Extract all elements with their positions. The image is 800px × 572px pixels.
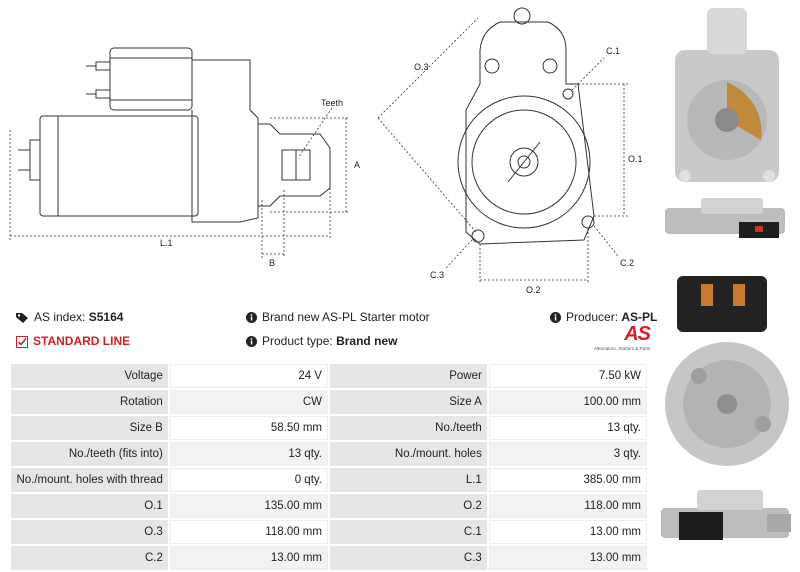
spec-label: No./teeth bbox=[329, 416, 487, 440]
photo-side-2 bbox=[661, 490, 791, 540]
producer-value: AS-PL bbox=[621, 310, 658, 324]
as-index-value: S5164 bbox=[88, 310, 124, 324]
product-type-label: Product type: bbox=[262, 334, 333, 348]
photo-side-1 bbox=[665, 198, 785, 238]
spec-label: No./mount. holes bbox=[329, 442, 487, 466]
logo-tagline: Alternators, Starters & Parts bbox=[593, 346, 650, 351]
info-icon bbox=[246, 336, 257, 348]
logo-mark: AS bbox=[624, 323, 651, 345]
dim-label-c2: C.2 bbox=[620, 258, 634, 268]
spec-label: L.1 bbox=[329, 468, 487, 492]
spec-value: 58.50 mm bbox=[169, 416, 328, 440]
producer-label: Producer: bbox=[566, 310, 619, 324]
product-type: Product type: Brand new bbox=[246, 333, 397, 349]
technical-drawing: L.1 B A Teeth O.3 O.1 O.2 C.1 C.2 C.3 bbox=[9, 7, 643, 295]
spec-value: 385.00 mm bbox=[488, 468, 647, 492]
spec-value: 13 qty. bbox=[488, 416, 647, 440]
spec-value: 118.00 mm bbox=[169, 520, 328, 544]
spec-value: 0 qty. bbox=[169, 468, 328, 492]
spec-label: No./teeth (fits into) bbox=[11, 442, 168, 466]
spec-value: 118.00 mm bbox=[488, 494, 647, 518]
product-photos bbox=[661, 8, 791, 540]
as-index: AS index: S5164 bbox=[16, 309, 123, 325]
dim-label-o2: O.2 bbox=[526, 285, 541, 295]
spec-value: 135.00 mm bbox=[169, 494, 328, 518]
side-view bbox=[18, 47, 331, 223]
spec-row: No./teeth (fits into)13 qty.No./mount. h… bbox=[11, 442, 647, 466]
spec-label: Size B bbox=[11, 416, 168, 440]
line-label: STANDARD LINE bbox=[33, 334, 131, 348]
product-type-value: Brand new bbox=[336, 334, 398, 348]
info-icon bbox=[550, 312, 561, 324]
dim-label-c3: C.3 bbox=[430, 270, 444, 280]
as-index-label: AS index: bbox=[34, 310, 86, 324]
spec-label: C.3 bbox=[329, 546, 487, 570]
dim-label-o1: O.1 bbox=[628, 154, 643, 164]
spec-value: 7.50 kW bbox=[488, 364, 647, 388]
photo-rear bbox=[665, 276, 789, 466]
spec-label: Power bbox=[329, 364, 487, 388]
spec-label: Voltage bbox=[11, 364, 168, 388]
spec-label: Rotation bbox=[11, 390, 168, 414]
spec-value: 100.00 mm bbox=[488, 390, 647, 414]
spec-value: 13.00 mm bbox=[488, 546, 647, 570]
product-line: STANDARD LINE bbox=[16, 333, 130, 349]
spec-label: C.2 bbox=[11, 546, 168, 570]
photo-front bbox=[675, 8, 779, 182]
dim-label-o3: O.3 bbox=[414, 62, 429, 72]
spec-label: Size A bbox=[329, 390, 487, 414]
spec-value: 13.00 mm bbox=[488, 520, 647, 544]
producer: Producer: AS-PL bbox=[550, 309, 657, 325]
spec-label: O.2 bbox=[329, 494, 487, 518]
dim-label-teeth: Teeth bbox=[321, 98, 343, 108]
dim-label-a: A bbox=[354, 160, 360, 170]
spec-label: O.1 bbox=[11, 494, 168, 518]
checkbox-icon bbox=[16, 335, 28, 348]
tag-icon bbox=[16, 313, 28, 324]
front-view bbox=[457, 7, 595, 245]
spec-value: CW bbox=[169, 390, 328, 414]
dim-label-c1: C.1 bbox=[606, 46, 620, 56]
spec-value: 3 qty. bbox=[488, 442, 647, 466]
spec-label: O.3 bbox=[11, 520, 168, 544]
spec-value: 13.00 mm bbox=[169, 546, 328, 570]
dim-label-l1: L.1 bbox=[160, 238, 173, 248]
info-icon bbox=[246, 312, 257, 324]
dim-label-b: B bbox=[269, 258, 275, 268]
brand-info: Brand new AS-PL Starter motor bbox=[246, 309, 430, 325]
spec-value: 24 V bbox=[169, 364, 328, 388]
brand-text: Brand new AS-PL Starter motor bbox=[262, 310, 430, 324]
spec-label: No./mount. holes with thread bbox=[11, 468, 168, 492]
as-pl-logo: AS Alternators, Starters & Parts bbox=[584, 323, 651, 358]
spec-label: C.1 bbox=[329, 520, 487, 544]
spec-value: 13 qty. bbox=[169, 442, 328, 466]
